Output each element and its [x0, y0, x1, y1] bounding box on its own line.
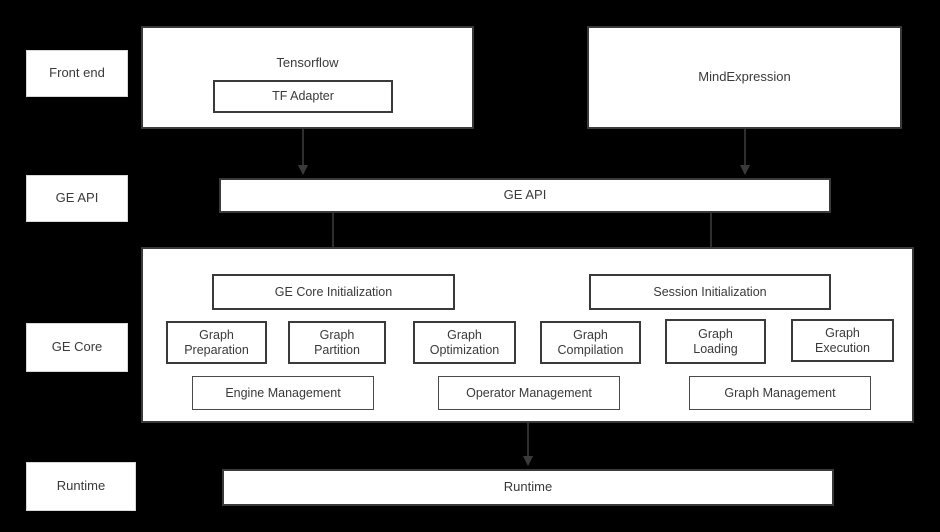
graph-management-node[interactable]: Graph Management [689, 376, 871, 410]
operator-management-label: Operator Management [466, 385, 592, 400]
session-initialization-label: Session Initialization [653, 284, 767, 299]
graph-execution-label: Graph Execution [815, 326, 870, 355]
stage-label-ge-core: GE Core [26, 323, 128, 372]
mindexpression-title: MindExpression [698, 69, 791, 85]
runtime-label: Runtime [503, 479, 553, 495]
stage-label-text: GE API [55, 190, 99, 206]
tensorflow-container: Tensorflow [141, 26, 474, 129]
mindexpression-container: MindExpression [587, 26, 902, 129]
stage-label-ge-api: GE API [26, 175, 128, 222]
graph-preparation-label: Graph Preparation [184, 328, 249, 357]
graph-optimization-label: Graph Optimization [429, 328, 500, 357]
graph-loading-label: Graph Loading [693, 327, 738, 356]
ge-api-label: GE API [503, 187, 547, 203]
tensorflow-title: Tensorflow [276, 55, 339, 70]
session-initialization-node[interactable]: Session Initialization [589, 274, 831, 310]
engine-management-label: Engine Management [225, 385, 341, 400]
ge-api-node[interactable]: GE API [219, 178, 831, 213]
stage-label-text: Front end [49, 65, 105, 81]
ge-core-initialization-label: GE Core Initialization [274, 284, 393, 299]
graph-execution-node[interactable]: Graph Execution [791, 319, 894, 362]
stage-label-runtime: Runtime [26, 462, 136, 511]
stage-label-text: Runtime [56, 478, 106, 494]
graph-management-label: Graph Management [724, 385, 836, 400]
graph-preparation-node[interactable]: Graph Preparation [166, 321, 267, 364]
runtime-node[interactable]: Runtime [222, 469, 834, 506]
ge-core-initialization-node[interactable]: GE Core Initialization [212, 274, 455, 310]
graph-compilation-label: Graph Compilation [557, 328, 624, 357]
graph-partition-label: Graph Partition [314, 328, 360, 357]
tf-adapter-label: TF Adapter [272, 89, 334, 104]
graph-partition-node[interactable]: Graph Partition [288, 321, 386, 364]
stage-label-front-end: Front end [26, 50, 128, 97]
graph-loading-node[interactable]: Graph Loading [665, 319, 766, 364]
stage-label-text: GE Core [51, 339, 103, 355]
engine-management-node[interactable]: Engine Management [192, 376, 374, 410]
graph-compilation-node[interactable]: Graph Compilation [540, 321, 641, 364]
tf-adapter-node[interactable]: TF Adapter [213, 80, 393, 113]
graph-optimization-node[interactable]: Graph Optimization [413, 321, 516, 364]
operator-management-node[interactable]: Operator Management [438, 376, 620, 410]
